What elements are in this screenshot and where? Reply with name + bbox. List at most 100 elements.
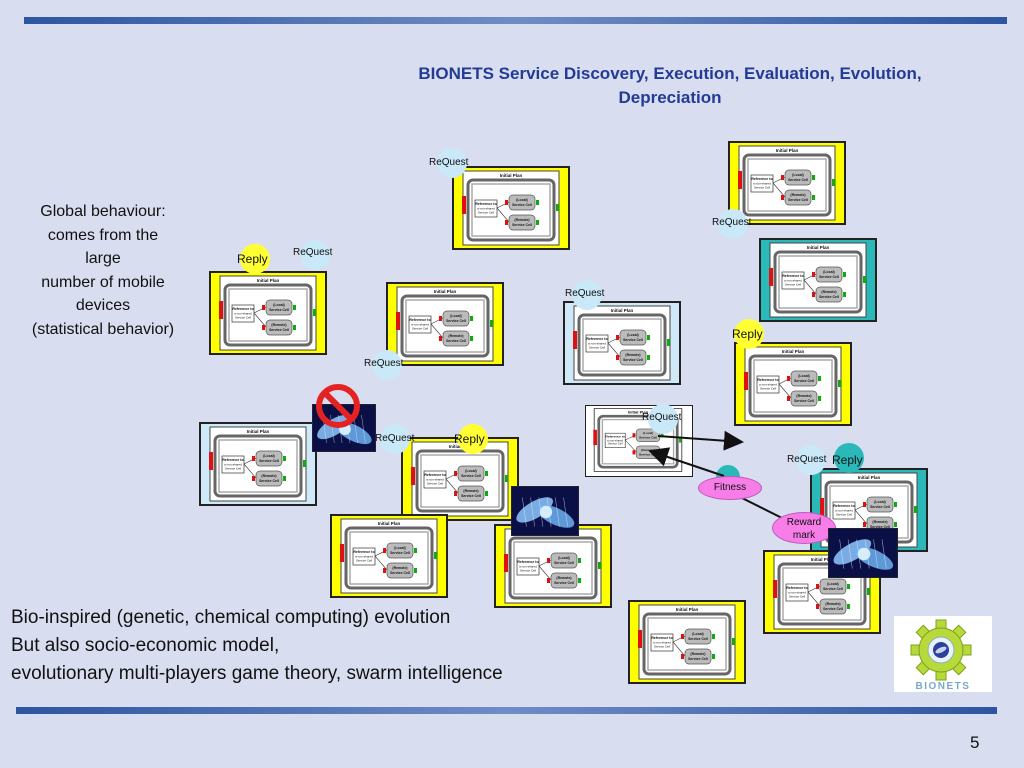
remote-text: Service Cell [794, 399, 814, 403]
reward-label-line1: Reward [786, 517, 822, 528]
red-connector [505, 220, 508, 225]
bottom-text-line: evolutionary multi-players game theory, … [11, 663, 503, 684]
reply-label: Reply [454, 432, 485, 446]
reference-text: Reference to [833, 504, 854, 508]
initial-plan-label: Initial Plan [500, 173, 523, 178]
dna-stripe [538, 497, 544, 527]
reply-label: Reply [237, 252, 268, 266]
dna-drawing [512, 487, 578, 535]
inner-loop [213, 434, 303, 498]
reference-text: Service Cell [836, 513, 852, 517]
initial-plan-label: Initial Plan [257, 278, 280, 283]
remote-box [442, 330, 470, 347]
remote-text: (Remote) [625, 353, 640, 357]
bottom-text-line: Bio-inspired (genetic, chemical computin… [11, 607, 451, 628]
request-label: ReQuest [787, 454, 827, 465]
local-text: Service Cell [446, 319, 466, 323]
local-text: Service Cell [794, 379, 814, 383]
remote-text: (Remote) [514, 218, 529, 222]
green-connector [485, 491, 488, 496]
red-connector [816, 604, 819, 609]
inner-loop [223, 283, 313, 347]
connector [803, 279, 817, 295]
green-connector [536, 220, 539, 225]
reference-box [750, 174, 774, 193]
red-connector [252, 456, 255, 461]
dna-stripe [864, 539, 870, 569]
red-port [769, 268, 773, 286]
green-connector [578, 558, 581, 563]
red-port [820, 498, 824, 516]
green-connector [536, 200, 539, 205]
green-connector [414, 568, 417, 573]
connector [243, 463, 257, 479]
arrow-to-right [657, 430, 744, 451]
red-connector [454, 471, 457, 476]
red-connector [787, 396, 790, 401]
request-label: ReQuest [364, 358, 404, 369]
reference-box [585, 334, 609, 353]
green-connector [283, 456, 286, 461]
green-connector [894, 502, 897, 507]
remote-box [457, 485, 485, 502]
local-text: (Local) [558, 556, 569, 560]
reference-text: a non-shared [477, 207, 495, 211]
remote-text: (Remote) [463, 489, 478, 493]
reference-text: Service Cell [427, 482, 443, 486]
red-connector [781, 195, 784, 200]
remote-text: Service Cell [788, 198, 808, 202]
red-port [209, 452, 213, 470]
remote-text: Service Cell [512, 223, 532, 227]
dna-stripe [361, 414, 366, 444]
request-label: ReQuest [565, 288, 605, 299]
green-port [732, 638, 735, 645]
red-connector [383, 568, 386, 573]
reference-text: a non-shared [224, 463, 242, 467]
red-connector [383, 548, 386, 553]
red-connector [632, 450, 636, 455]
reference-box [781, 271, 805, 290]
green-connector [843, 272, 846, 277]
red-port [773, 580, 777, 598]
green-port [313, 309, 316, 316]
chromosome-center [539, 505, 553, 519]
local-text: (Local) [394, 546, 405, 550]
reference-box [604, 432, 626, 448]
remote-box [819, 598, 847, 615]
remote-box [784, 189, 812, 206]
inner-loop-2 [349, 531, 429, 585]
bionets-logo: BIONETS [894, 616, 992, 692]
reference-text: a non-shared [788, 591, 806, 595]
remote-text: Service Cell [688, 657, 708, 661]
local-text: Service Cell [623, 338, 643, 342]
red-connector [439, 316, 442, 321]
reference-text: Service Cell [654, 645, 670, 649]
request-circle [572, 280, 602, 310]
reference-text: Reference to [353, 550, 374, 554]
inner-loop-2 [747, 158, 827, 212]
chromosome-center [857, 547, 871, 561]
reference-text: Reference to [586, 337, 607, 341]
red-port [504, 554, 508, 572]
request-circle [718, 209, 748, 239]
reference-text: a non-shared [355, 555, 373, 559]
remote-text: Service Cell [819, 295, 839, 299]
reference-text: Service Cell [760, 387, 776, 391]
dna-image [828, 528, 898, 578]
global-text-line: large [85, 250, 121, 267]
reference-text: Service Cell [235, 316, 251, 320]
inner-loop [508, 536, 598, 600]
green-connector [283, 476, 286, 481]
reference-box [352, 547, 376, 566]
local-text: (Local) [827, 582, 838, 586]
local-box [819, 578, 847, 595]
green-connector [293, 305, 296, 310]
reference-text: a non-shared [411, 323, 429, 327]
